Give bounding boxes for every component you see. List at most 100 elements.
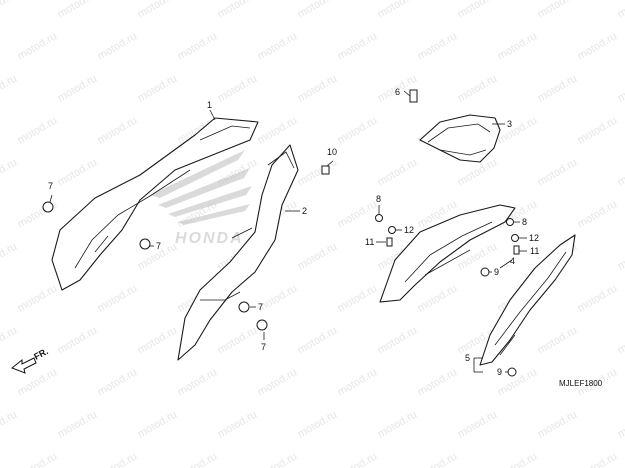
watermark-text: motod.ru (456, 0, 500, 21)
watermark-text: motod.ru (0, 408, 19, 440)
watermark-text: motod.ru (376, 0, 420, 21)
watermark-text: motod.ru (576, 198, 620, 230)
watermark-text: motod.ru (336, 282, 380, 314)
callout-labels: 1 2 3 4 5 6 7 7 7 7 8 8 9 9 10 11 11 12 … (48, 87, 539, 377)
leader-lines (49, 90, 527, 373)
watermark-text: motod.ru (96, 366, 140, 398)
watermark-text: motod.ru (416, 282, 460, 314)
watermark-text: motod.ru (416, 366, 460, 398)
watermark-text: motod.ru (296, 0, 340, 21)
watermark-text: motod.ru (616, 408, 625, 440)
watermark-text: motod.ru (576, 114, 620, 146)
watermark-text: motod.ru (416, 450, 460, 468)
watermark-text: motod.ru (216, 72, 260, 104)
callout-7-b: 7 (156, 241, 161, 251)
watermark-text: motod.ru (136, 72, 180, 104)
watermark-text: motod.ru (616, 156, 625, 188)
part-1-side-cover[interactable] (51, 117, 259, 291)
watermark-text: motod.ru (16, 114, 60, 146)
watermark-text: motod.ru (536, 72, 580, 104)
watermark-text: motod.ru (0, 324, 19, 356)
watermark-text: motod.ru (496, 30, 540, 62)
clip-7-b (139, 238, 151, 250)
watermark-text: motod.ru (216, 324, 260, 356)
watermark-text: motod.ru (336, 450, 380, 468)
watermark-text: motod.ru (0, 156, 19, 188)
callout-9-b: 9 (497, 367, 502, 377)
part-2-rear-panel[interactable] (177, 144, 299, 361)
honda-logo-text: HONDA (175, 230, 244, 247)
front-arrow-icon (11, 357, 37, 374)
watermark-text: motod.ru (176, 366, 220, 398)
clip-9-a (480, 267, 490, 277)
watermark-text: motod.ru (456, 72, 500, 104)
watermark-text: motod.ru (376, 324, 420, 356)
watermark-text: motod.ru (496, 450, 540, 468)
screw-11-b (513, 245, 520, 255)
watermark-text: motod.ru (16, 30, 60, 62)
watermark-text: motod.ru (576, 282, 620, 314)
callout-4: 4 (510, 256, 515, 266)
watermark-text: motod.ru (56, 408, 100, 440)
watermark-text: motod.ru (616, 0, 625, 21)
watermark-text: motod.ru (616, 72, 625, 104)
watermark-text: motod.ru (536, 408, 580, 440)
watermark-text: motod.ru (536, 0, 580, 21)
callout-9-a: 9 (494, 267, 499, 277)
clip-7-d (256, 319, 268, 331)
nut-8-b (506, 218, 514, 226)
watermark-text: motod.ru (96, 450, 140, 468)
watermark-text: motod.ru (336, 366, 380, 398)
watermark-text: motod.ru (56, 0, 100, 21)
watermark-text: motod.ru (96, 114, 140, 146)
screw-11-a (386, 237, 393, 247)
watermark-text: motod.ru (376, 156, 420, 188)
callout-7-c: 7 (258, 302, 263, 312)
callout-5: 5 (465, 353, 470, 363)
watermark-text: motod.ru (56, 324, 100, 356)
watermark-text: motod.ru (256, 450, 300, 468)
watermark-text: motod.ru (256, 30, 300, 62)
bolt-10 (321, 165, 330, 175)
front-direction-indicator: FR. (11, 346, 50, 374)
nut-8-a (375, 214, 383, 222)
watermark-text: motod.ru (616, 240, 625, 272)
callout-11-a: 11 (365, 237, 374, 247)
watermark-text: motod.ru (176, 450, 220, 468)
watermark-text: motod.ru (296, 408, 340, 440)
watermark-text: motod.ru (216, 0, 260, 21)
front-label: FR. (32, 346, 49, 362)
watermark-text: motod.ru (176, 30, 220, 62)
callout-7-d: 7 (261, 342, 266, 352)
watermark-text: motod.ru (336, 198, 380, 230)
watermark-text: motod.ru (0, 72, 19, 104)
callout-11-b: 11 (530, 246, 539, 256)
watermark-text: motod.ru (416, 30, 460, 62)
watermark-text: motod.ru (16, 450, 60, 468)
part-5-right-cover[interactable] (479, 234, 576, 366)
fastener-group (42, 89, 520, 377)
watermark-text: motod.ru (496, 366, 540, 398)
watermark-text: motod.ru (0, 240, 19, 272)
callout-8-a: 8 (376, 194, 381, 204)
callout-3: 3 (507, 119, 512, 129)
watermark-text: motod.ru (16, 198, 60, 230)
watermark-text: motod.ru (376, 408, 420, 440)
watermark-text: motod.ru (576, 30, 620, 62)
part-4-tail-cover[interactable] (379, 204, 516, 303)
watermark-text: motod.ru (96, 30, 140, 62)
watermark-text: motod.ru (336, 114, 380, 146)
watermark-text: motod.ru (536, 156, 580, 188)
watermark-text: motod.ru (136, 0, 180, 21)
honda-wing-logo: HONDA (150, 150, 252, 247)
watermark-text: motod.ru (296, 240, 340, 272)
collar-12-a (388, 226, 396, 234)
callout-12-a: 12 (404, 225, 414, 235)
bolt-6 (409, 89, 418, 103)
part-3-seat-cowl[interactable] (419, 114, 501, 163)
callout-12-b: 12 (529, 233, 539, 243)
watermark-text: motod.ru (296, 72, 340, 104)
callout-2: 2 (302, 206, 307, 216)
collar-12-b (511, 234, 519, 242)
